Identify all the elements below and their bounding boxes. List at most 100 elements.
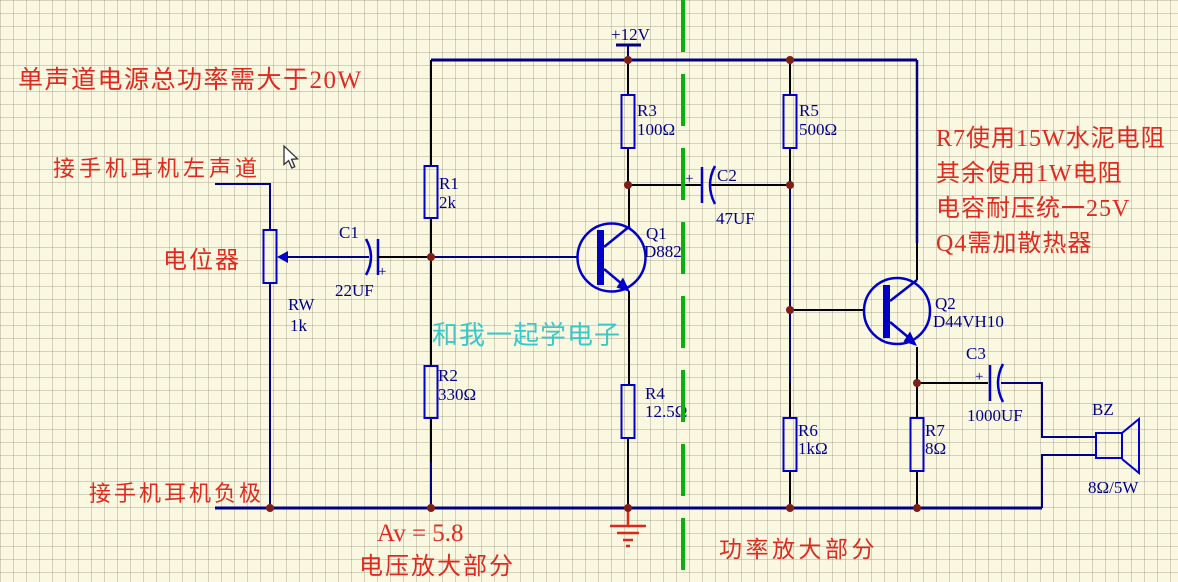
pot-value: 1k: [290, 316, 308, 335]
speaker-body: [1095, 432, 1123, 459]
resistor-R6: R6 1kΩ: [782, 417, 828, 472]
note-gain: Av = 5.8: [377, 520, 464, 547]
junction-dot: [786, 56, 794, 64]
transistor-base-bar: [883, 285, 890, 338]
note-q4-heatsink: Q4需加散热器: [936, 230, 1092, 257]
note-power-stage: 功率放大部分: [719, 537, 878, 562]
junction-dot: [427, 504, 435, 512]
note-capacitor-voltage: 电容耐压统一25V: [936, 195, 1130, 222]
cap-value: 22UF: [335, 281, 374, 300]
note-potentiometer: 电位器: [163, 247, 241, 274]
wires: [215, 46, 1096, 510]
resistor-body: [782, 417, 798, 472]
resistor-body: [620, 94, 636, 149]
wire-input-stub: [215, 183, 271, 230]
cap-ref: C2: [717, 166, 737, 185]
cap-curved-plate: [708, 165, 717, 205]
resistor-body: [909, 417, 925, 472]
resistor-R1: R1 2k: [423, 165, 459, 219]
speaker-cone: [1121, 416, 1140, 476]
junction-dot: [266, 504, 274, 512]
resistor-ref: R7: [925, 421, 945, 440]
mouse-cursor: [283, 144, 299, 169]
resistor-body: [423, 365, 439, 419]
pot-wiper-arrow: [277, 251, 288, 263]
transistor-Q2: Q2 D44VH10: [862, 276, 1004, 346]
resistor-value: 8Ω: [925, 439, 946, 458]
note-left-channel-input: 接手机耳机左声道: [53, 156, 261, 181]
resistor-R3: R3 100Ω: [620, 94, 675, 149]
resistor-body: [620, 384, 636, 439]
junction-dot: [786, 504, 794, 512]
power-label: +12V: [611, 25, 651, 44]
resistor-ref: R1: [439, 174, 459, 193]
resistor-R5: R5 500Ω: [782, 94, 837, 149]
transistor-circle: [576, 222, 647, 293]
resistor-ref: R4: [645, 384, 665, 403]
resistor-body: [423, 165, 439, 219]
watermark-text: 和我一起学电子: [432, 321, 621, 350]
pot-ref: RW: [288, 295, 315, 314]
resistor-R4: R4 12.5Ω: [620, 384, 687, 439]
junction-dot: [913, 504, 921, 512]
resistor-ref: R5: [799, 101, 819, 120]
transistor-emitter-arrow: [903, 331, 917, 346]
transistor-emitter-lead: [603, 268, 623, 285]
power-flag-12v: +12V: [611, 25, 651, 47]
capacitor-C3: C3 1000UF +: [966, 344, 1023, 425]
junction-dot: [427, 253, 435, 261]
transistor-circle: [862, 276, 932, 346]
resistor-value: 500Ω: [799, 120, 837, 139]
ground-symbol: [610, 508, 646, 548]
note-other-resistors: 其余使用1W电阻: [936, 160, 1123, 187]
resistor-ref: R3: [637, 101, 657, 120]
pot-body: [262, 229, 278, 284]
capacitor-C1: C1 22UF +: [335, 223, 431, 300]
cap-curved-plate: [364, 238, 373, 276]
transistor-collector-lead: [889, 279, 918, 302]
speaker-ref: BZ: [1092, 400, 1114, 419]
junction-dot: [913, 379, 921, 387]
resistor-ref: R2: [438, 366, 458, 385]
potentiometer-RW: RW 1k: [262, 229, 315, 335]
cap-value: 47UF: [716, 209, 755, 228]
cap-polarity-plus: +: [975, 369, 983, 385]
resistor-value: 100Ω: [637, 120, 675, 139]
cap-polarity-plus: +: [685, 171, 693, 187]
wire-speaker-bottom-return: [1041, 454, 1096, 508]
note-power-requirement: 单声道电源总功率需大于20W: [18, 66, 363, 94]
cap-polarity-plus: +: [378, 264, 386, 280]
resistor-value: 12.5Ω: [645, 402, 687, 421]
transistor-ref: Q2: [935, 294, 956, 313]
transistor-value: D44VH10: [933, 312, 1004, 331]
annotations: 单声道电源总功率需大于20W 接手机耳机左声道 电位器 接手机耳机负极 Av =…: [18, 66, 1166, 580]
junction-dot: [786, 306, 794, 314]
resistor-body: [782, 94, 798, 149]
resistor-value: 1kΩ: [798, 439, 828, 458]
junction-dot: [624, 181, 632, 189]
transistor-ref: Q1: [646, 224, 667, 243]
speaker-BZ: BZ 8Ω/5W: [1088, 400, 1140, 497]
junction-dot: [624, 504, 632, 512]
note-r7-cement-resistor: R7使用15W水泥电阻: [936, 125, 1166, 152]
resistor-ref: R6: [798, 421, 818, 440]
capacitor-C2: C2 47UF +: [685, 165, 755, 228]
speaker-value: 8Ω/5W: [1088, 478, 1139, 497]
resistor-value: 330Ω: [438, 385, 476, 404]
transistor-value: D882: [644, 242, 682, 261]
transistor-Q1: Q1 D882: [576, 222, 682, 293]
resistor-value: 2k: [439, 193, 457, 212]
transistor-emitter-lead: [889, 321, 909, 338]
note-negative-rail: 接手机耳机负极: [89, 481, 264, 506]
transistor-base-bar: [597, 230, 604, 285]
note-voltage-stage: 电压放大部分: [359, 553, 515, 580]
junction-dots: [266, 56, 921, 512]
cap-ref: C1: [339, 223, 359, 242]
cap-curved-plate: [996, 363, 1005, 403]
resistor-R7: R7 8Ω: [909, 417, 946, 472]
cap-value: 1000UF: [967, 406, 1023, 425]
resistor-R2: R2 330Ω: [423, 365, 476, 419]
cap-ref: C3: [966, 344, 986, 363]
